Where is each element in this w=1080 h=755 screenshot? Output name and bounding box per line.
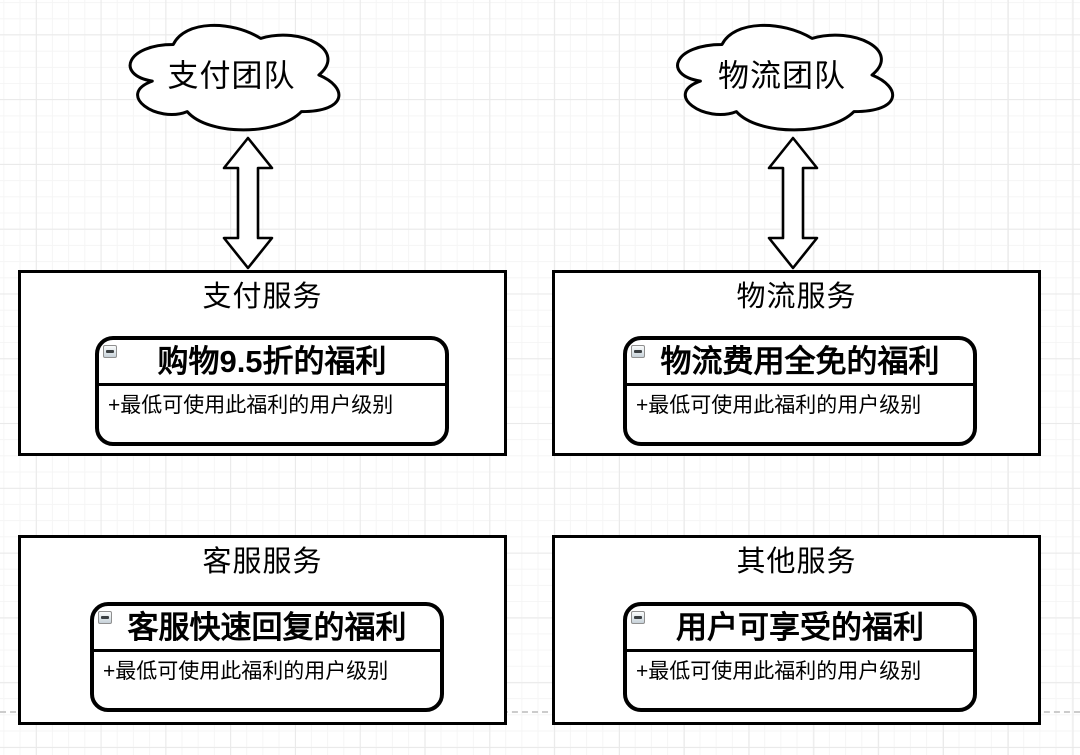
page-boundary-dashed-line xyxy=(0,711,1080,713)
cloud-payment-team[interactable]: 支付团队 xyxy=(115,14,348,136)
service-title: 物流服务 xyxy=(736,281,857,313)
cloud-icon xyxy=(662,14,902,136)
benefit-class-title: 用户可享受的福利 xyxy=(627,606,973,652)
benefit-class-attribute: +最低可使用此福利的用户级别 xyxy=(103,660,389,683)
benefit-class-box[interactable]: 物流费用全免的福利 +最低可使用此福利的用户级别 xyxy=(623,336,977,446)
minus-icon xyxy=(106,350,114,353)
service-box-logistics[interactable]: 物流服务 物流费用全免的福利 +最低可使用此福利的用户级别 xyxy=(552,270,1041,456)
cloud-icon xyxy=(115,14,348,136)
benefit-class-title: 客服快速回复的福利 xyxy=(94,606,440,652)
benefit-class-title: 购物9.5折的福利 xyxy=(99,340,445,386)
service-title: 支付服务 xyxy=(202,281,323,313)
minus-icon xyxy=(634,350,642,353)
collapse-button[interactable] xyxy=(103,345,117,358)
service-box-customer-service[interactable]: 客服服务 客服快速回复的福利 +最低可使用此福利的用户级别 xyxy=(18,535,507,725)
benefit-class-box[interactable]: 客服快速回复的福利 +最低可使用此福利的用户级别 xyxy=(90,602,444,712)
benefit-class-attribute: +最低可使用此福利的用户级别 xyxy=(636,394,922,417)
service-title: 客服服务 xyxy=(202,546,323,578)
service-box-other[interactable]: 其他服务 用户可享受的福利 +最低可使用此福利的用户级别 xyxy=(552,535,1041,725)
benefit-class-box[interactable]: 用户可享受的福利 +最低可使用此福利的用户级别 xyxy=(623,602,977,712)
collapse-button[interactable] xyxy=(631,611,645,624)
collapse-button[interactable] xyxy=(98,611,112,624)
benefit-class-attribute: +最低可使用此福利的用户级别 xyxy=(108,394,394,417)
double-arrow-icon[interactable] xyxy=(765,135,821,271)
service-box-payment[interactable]: 支付服务 购物9.5折的福利 +最低可使用此福利的用户级别 xyxy=(18,270,507,456)
service-title: 其他服务 xyxy=(736,546,857,578)
cloud-label-logistics-team: 物流团队 xyxy=(718,58,846,94)
minus-icon xyxy=(634,616,642,619)
cloud-label-payment-team: 支付团队 xyxy=(167,58,296,94)
benefit-class-box[interactable]: 购物9.5折的福利 +最低可使用此福利的用户级别 xyxy=(95,336,449,446)
benefit-class-attribute: +最低可使用此福利的用户级别 xyxy=(636,660,922,683)
collapse-button[interactable] xyxy=(631,345,645,358)
double-arrow-icon[interactable] xyxy=(220,135,276,271)
minus-icon xyxy=(101,616,109,619)
cloud-logistics-team[interactable]: 物流团队 xyxy=(662,14,902,136)
benefit-class-title: 物流费用全免的福利 xyxy=(627,340,973,386)
